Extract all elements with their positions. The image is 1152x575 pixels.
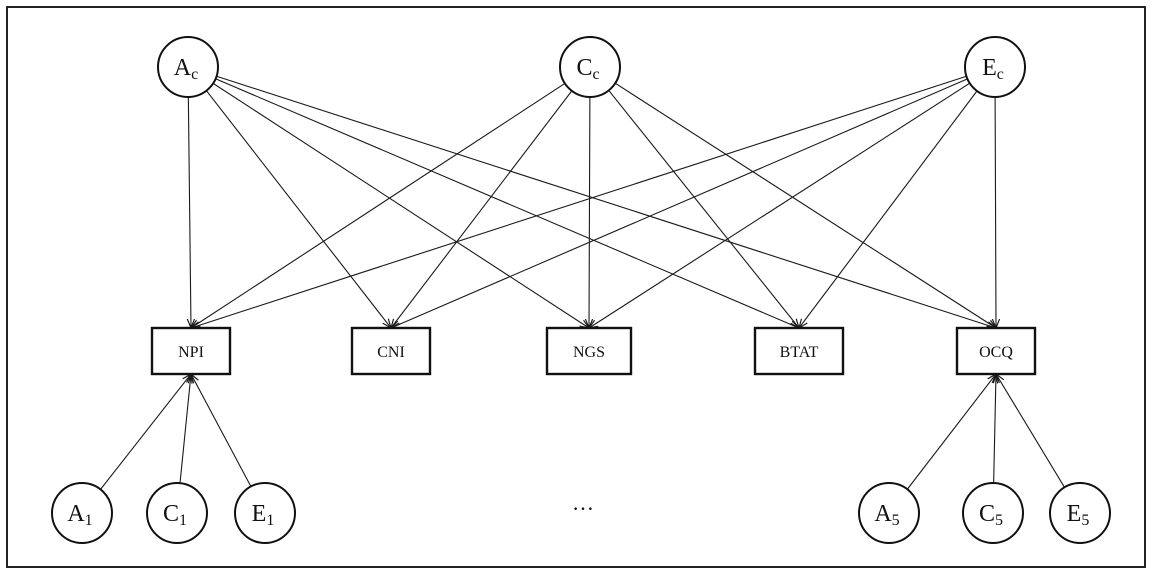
path-Ac-NGS (212, 82, 589, 328)
common-factor-node-Ac: Ac (157, 36, 219, 98)
path-Cc-BTAT (608, 90, 799, 328)
path-Ac-CNI (205, 90, 391, 328)
specific-factor-node-C1: C1 (146, 482, 208, 544)
path-A1-NPI (100, 374, 191, 490)
common-factor-node-Cc: Cc (559, 36, 621, 98)
path-Ac-NPI (188, 96, 191, 328)
measure-box (753, 326, 845, 376)
diagram-border (6, 6, 1146, 568)
path-Ec-BTAT (799, 90, 978, 328)
measure-node-BTAT: BTAT (753, 326, 845, 376)
node-circle (157, 36, 219, 98)
node-label: Ac (174, 55, 198, 83)
ellipsis-text: … (572, 490, 594, 515)
node-circle (1049, 482, 1111, 544)
path-edges (100, 75, 1065, 490)
path-E5-OCQ (996, 374, 1065, 488)
measure-label: NPI (178, 344, 204, 361)
path-Ac-BTAT (215, 78, 799, 328)
node-circle (858, 482, 920, 544)
measure-label: NGS (573, 344, 605, 361)
node-circle (146, 482, 208, 544)
node-circle (559, 36, 621, 98)
path-Cc-OCQ (614, 82, 996, 328)
path-Ec-CNI (391, 78, 968, 328)
node-circle (51, 482, 113, 544)
measure-box (350, 326, 432, 376)
path-A5-OCQ (906, 374, 996, 490)
specific-factor-node-A5: A5 (858, 482, 920, 544)
measure-label: BTAT (780, 344, 819, 361)
path-Ec-OCQ (995, 96, 996, 328)
path-Ec-NPI (191, 75, 967, 328)
measure-box (545, 326, 633, 376)
node-circle (964, 36, 1026, 98)
measure-box (150, 326, 232, 376)
measure-label: OCQ (979, 344, 1013, 361)
path-Cc-CNI (391, 90, 573, 328)
path-Ec-NGS (589, 82, 971, 328)
measure-node-OCQ: OCQ (955, 326, 1037, 376)
measure-box (955, 326, 1037, 376)
path-Cc-NPI (191, 82, 566, 328)
path-Cc-NGS (589, 96, 590, 328)
specific-factor-node-A1: A1 (51, 482, 113, 544)
node-circle (234, 482, 296, 544)
specific-factor-node-E1: E1 (234, 482, 296, 544)
specific-factor-node-E5: E5 (1049, 482, 1111, 544)
common-factor-node-Ec: Ec (964, 36, 1026, 98)
measure-node-CNI: CNI (350, 326, 432, 376)
path-Ac-OCQ (216, 75, 996, 328)
node-circle (962, 482, 1024, 544)
path-C1-NPI (179, 374, 191, 484)
measure-label: CNI (377, 344, 405, 361)
path-E1-NPI (191, 374, 252, 487)
specific-factor-node-C5: C5 (962, 482, 1024, 544)
measure-node-NPI: NPI (150, 326, 232, 376)
measure-node-NGS: NGS (545, 326, 633, 376)
path-C5-OCQ (994, 374, 996, 484)
